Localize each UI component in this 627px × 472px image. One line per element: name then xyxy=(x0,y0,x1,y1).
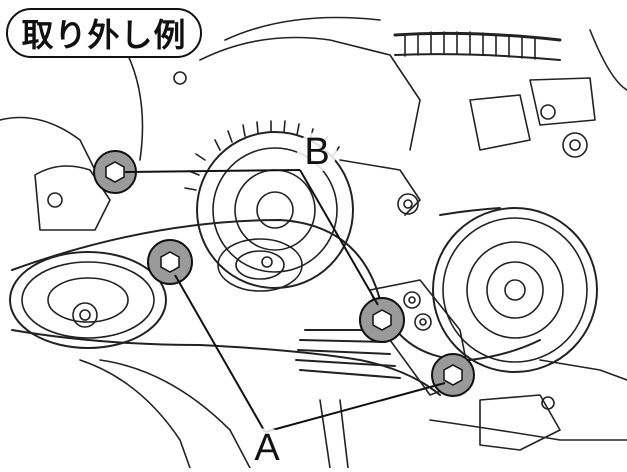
corrugated-hose xyxy=(393,31,562,42)
leader-a-to-bolt-1 xyxy=(174,274,266,433)
hose-ribs xyxy=(404,31,536,60)
leader-b-to-bolt-1 xyxy=(124,169,301,173)
idler-pulley xyxy=(9,251,167,349)
page-title: 取り外し例 xyxy=(6,8,202,58)
bolt-highlights xyxy=(93,150,475,397)
drive-belt xyxy=(11,207,541,396)
connector-bracket xyxy=(529,77,596,126)
leader-b-to-bolt-2 xyxy=(299,169,379,306)
leader-a-to-bolt-2 xyxy=(264,382,446,433)
crank-pulley xyxy=(432,207,598,373)
callout-label-a: A xyxy=(247,427,287,469)
bolt-head xyxy=(160,251,180,273)
bolt-head xyxy=(372,309,392,331)
callout-label-b: B xyxy=(297,131,337,173)
leader-lines xyxy=(124,169,446,433)
bolt-head xyxy=(105,161,125,183)
upper-housing xyxy=(199,36,421,151)
bolt-head xyxy=(443,364,463,386)
